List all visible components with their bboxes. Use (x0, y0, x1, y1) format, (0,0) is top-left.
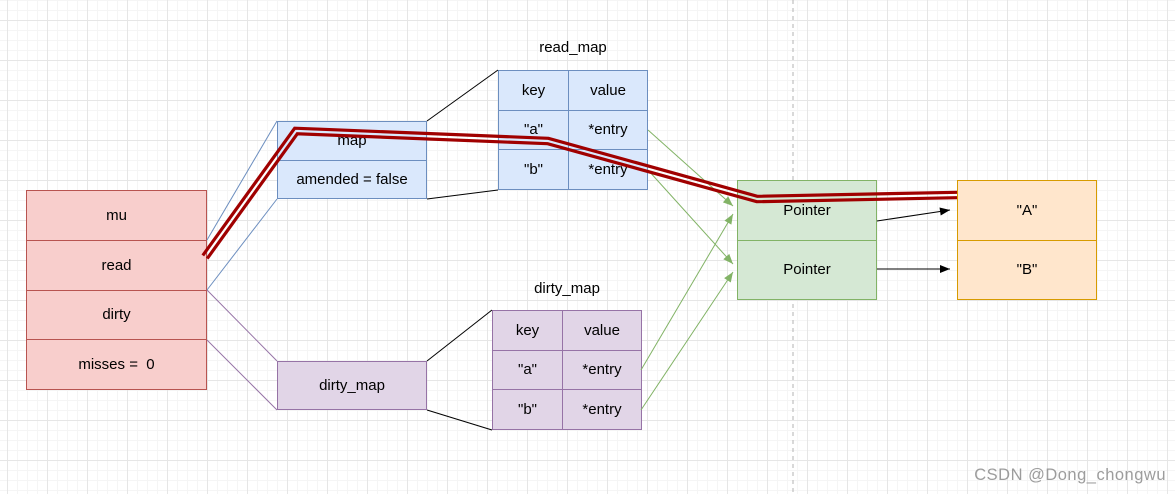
amended-row: amended = false (296, 170, 408, 188)
read-map-title: read_map (539, 39, 607, 56)
dirty-map-entry-a: *entry (563, 351, 641, 391)
read-map-entry-a: *entry (569, 111, 647, 151)
dirty-map-box: dirty_map (277, 361, 427, 410)
map-row: map (278, 122, 426, 161)
entry-pointer-box: Pointer Pointer (737, 180, 877, 300)
read-only-map-box: map amended = false (277, 121, 427, 199)
edge-dirtybox-to-dirtytable-top (426, 309, 493, 362)
dirty-map-entry-b: *entry (582, 401, 622, 419)
struct-row-read: read (27, 241, 206, 291)
struct-row-misses: misses = 0 (78, 356, 155, 374)
sync-map-struct-box: mu read dirty misses = 0 (26, 190, 207, 390)
value-row-a: "A" (958, 181, 1096, 241)
struct-row-mu: mu (27, 191, 206, 241)
read-map-header-key: key (499, 71, 569, 111)
dirty-map-header-value: value (563, 311, 641, 351)
edge-dirty-to-dirtymap-bottom (206, 339, 278, 411)
arrow-readmap-b-to-pointer2 (647, 169, 734, 265)
dirty-map-title: dirty_map (534, 280, 600, 297)
read-map-key-b: "b" (499, 150, 569, 189)
dirty-map-key-b: "b" (493, 390, 563, 429)
arrow-dirtymap-a-to-pointer1 (640, 213, 734, 371)
arrow-pointer1-to-value-a (876, 207, 951, 222)
dirty-map-table: key value "a" *entry "b" *entry (492, 310, 642, 430)
dirty-map-key-a: "a" (493, 350, 563, 391)
edge-read-to-map-top (206, 120, 278, 241)
pointer-row-2: Pointer (783, 261, 831, 279)
edge-map-to-readmap-bottom (426, 189, 499, 200)
pointer-row-1: Pointer (738, 181, 876, 241)
struct-row-dirty: dirty (27, 291, 206, 341)
dirty-map-box-label: dirty_map (319, 377, 385, 394)
csdn-watermark: CSDN @Dong_chongwu (974, 466, 1166, 484)
edge-dirty-to-dirtymap-top (206, 289, 278, 362)
read-map-key-a: "a" (499, 110, 569, 151)
edge-map-to-readmap-top (426, 69, 499, 122)
dirty-map-header-key: key (493, 311, 563, 351)
read-map-header-value: value (569, 71, 647, 111)
arrow-readmap-a-to-pointer1 (647, 129, 734, 207)
edge-read-to-map-bottom (206, 198, 278, 291)
edge-dirtybox-to-dirtytable-bottom (426, 409, 493, 431)
read-map-entry-b: *entry (588, 161, 628, 179)
read-map-table: key value "a" *entry "b" *entry (498, 70, 648, 190)
value-row-b: "B" (1016, 261, 1038, 279)
value-box: "A" "B" (957, 180, 1097, 300)
arrow-dirtymap-b-to-pointer2 (640, 271, 734, 411)
